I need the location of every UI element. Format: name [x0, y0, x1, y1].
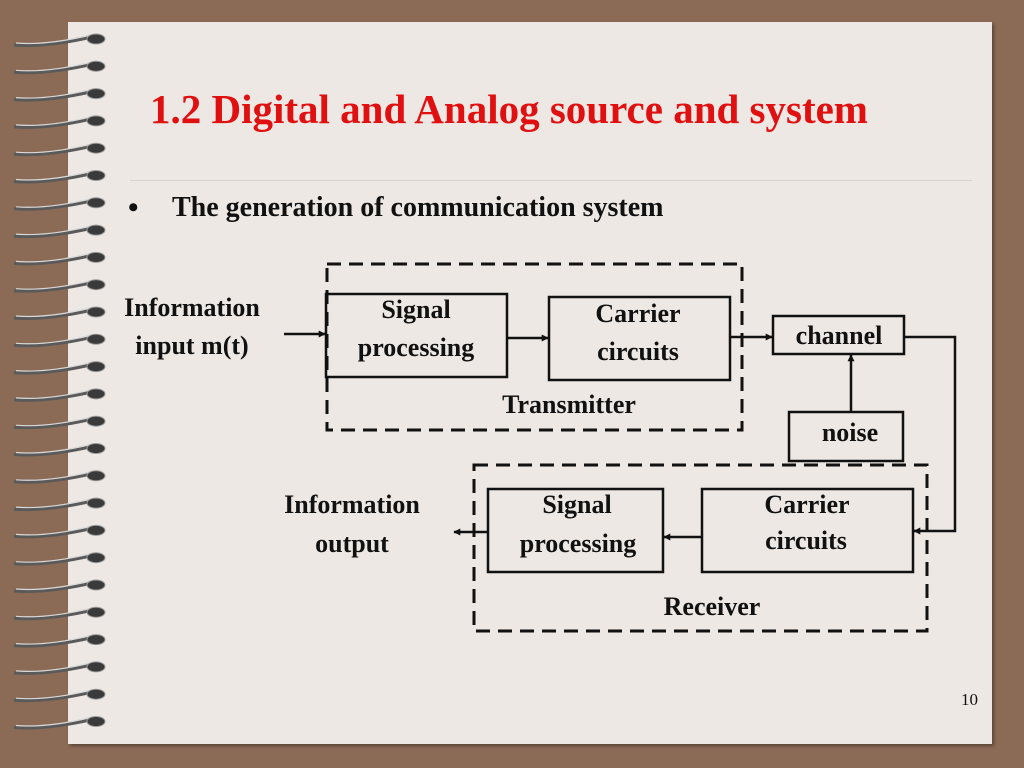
transmitter-label: Transmitter	[502, 390, 636, 419]
spiral-ring	[13, 688, 106, 703]
receiver-group	[472, 463, 929, 633]
spiral-ring	[13, 115, 106, 129]
spiral-ring	[13, 224, 106, 239]
spiral-ring	[13, 552, 106, 566]
channel-label: channel	[796, 321, 883, 350]
spiral-ring	[13, 361, 106, 375]
spiral-ring	[13, 333, 106, 348]
spiral-ring	[13, 388, 106, 402]
spiral-ring	[13, 497, 106, 512]
tx-carrier-label-line2: circuits	[597, 337, 679, 366]
spiral-ring	[13, 88, 106, 102]
rx-signal-label-line1: Signal	[542, 490, 611, 519]
title-divider	[130, 180, 972, 181]
spiral-ring	[13, 142, 106, 157]
spiral-ring	[13, 60, 106, 75]
input-label-line2: input m(t)	[135, 331, 248, 360]
page-number: 10	[961, 690, 978, 709]
spiral-ring	[13, 606, 106, 621]
tx-signal-label-line2: processing	[358, 333, 475, 362]
rx-carrier-label-line2: circuits	[765, 526, 847, 555]
spiral-ring	[13, 170, 106, 184]
bullet-icon: •	[128, 191, 139, 224]
output-label-line2: output	[315, 529, 389, 558]
rx-signal-label-line2: processing	[520, 529, 637, 558]
slide-paper	[68, 22, 992, 744]
rx-carrier-circuits-block	[700, 487, 915, 574]
spiral-ring	[13, 470, 106, 484]
spiral-ring	[13, 661, 106, 675]
spiral-ring	[13, 524, 106, 539]
channel-to-receiver-connector	[904, 335, 957, 535]
bullet-text: The generation of communication system	[172, 192, 664, 223]
spiral-ring	[13, 443, 106, 457]
tx-carrier-label-line1: Carrier	[595, 299, 680, 328]
spiral-binding	[13, 33, 106, 730]
receiver-label: Receiver	[664, 592, 761, 621]
spiral-ring	[13, 251, 106, 266]
spiral-ring	[13, 197, 106, 211]
channel-block	[771, 314, 906, 356]
rx-carrier-label-line1: Carrier	[764, 490, 849, 519]
spiral-ring	[13, 279, 106, 293]
noise-label: noise	[822, 418, 878, 447]
slide-title: 1.2 Digital and Analog source and system	[150, 86, 868, 132]
spiral-ring	[13, 579, 106, 593]
rx-signal-processing-block	[486, 487, 665, 574]
spiral-ring	[13, 634, 106, 648]
spiral-ring	[13, 33, 106, 47]
tx-signal-processing-block	[324, 292, 509, 379]
spiral-ring	[13, 716, 106, 730]
spiral-ring	[13, 415, 106, 430]
spiral-ring	[13, 306, 106, 320]
tx-signal-label-line1: Signal	[381, 295, 450, 324]
noise-block	[787, 410, 905, 463]
input-label-line1: Information	[124, 293, 260, 322]
tx-carrier-circuits-block	[547, 295, 732, 382]
output-label-line1: Information	[284, 490, 420, 519]
